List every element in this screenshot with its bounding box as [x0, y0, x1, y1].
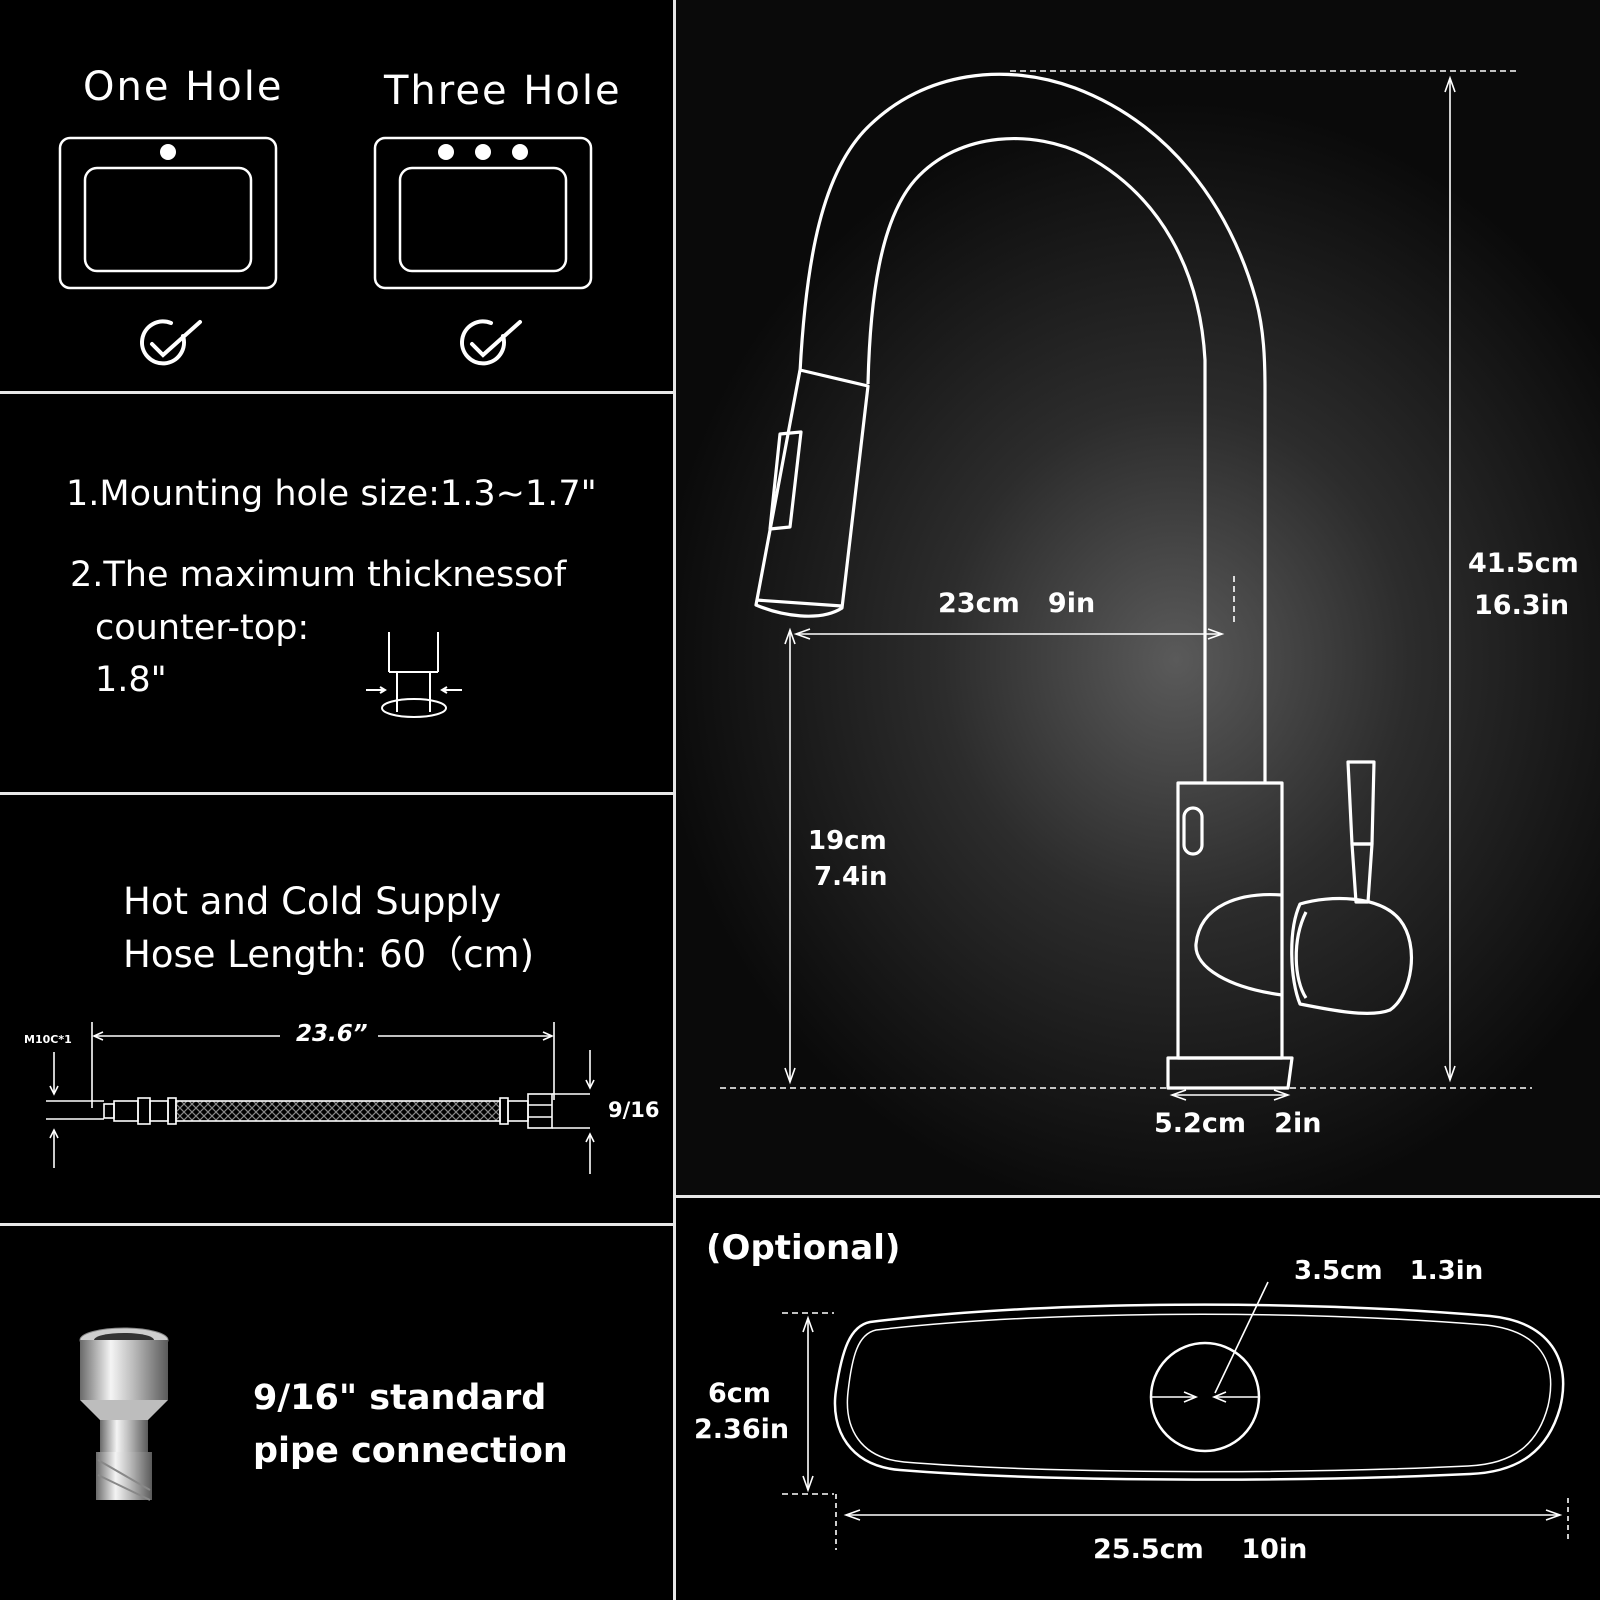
mounting-line-1: 1.Mounting hole size:1.3~1.7"	[66, 474, 597, 514]
three-hole-sink-outer	[373, 136, 593, 290]
pipe-connector-photo	[79, 1327, 169, 1501]
faucet-diagram	[720, 70, 1532, 1101]
counter-thickness-icon	[366, 632, 462, 718]
spout-height-in-label: 7.4in	[814, 862, 888, 892]
m10-label: M10C*1	[24, 1033, 72, 1046]
divider-2	[0, 792, 673, 795]
one-hole-sink-outer	[58, 136, 278, 290]
three-hole-sink-basin	[398, 166, 568, 273]
optional-label: (Optional)	[706, 1228, 901, 1268]
handle	[1194, 892, 1283, 997]
divider-3	[0, 1223, 673, 1226]
plate-width-in-label: 2.36in	[694, 1414, 790, 1445]
deck-plate-outer	[833, 1303, 1565, 1481]
mounting-line-3: counter-top:	[95, 608, 310, 648]
connection-line-1: 9/16" standard	[253, 1378, 547, 1418]
plate-width-cm-label: 6cm	[708, 1378, 771, 1409]
three-hole-dot-1	[438, 144, 454, 160]
three-hole-dot-3	[512, 144, 528, 160]
spout-height-cm-label: 19cm	[808, 826, 887, 856]
height-cm-label: 41.5cm	[1468, 548, 1579, 579]
three-hole-dot-2	[475, 144, 491, 160]
three-hole-label: Three Hole	[384, 68, 622, 114]
height-in-label: 16.3in	[1474, 590, 1570, 621]
faucet-panel	[676, 0, 1600, 1196]
connection-line-2: pipe connection	[253, 1431, 568, 1471]
one-hole-dot	[160, 144, 176, 160]
check-icon	[460, 319, 522, 366]
check-icon	[140, 319, 202, 366]
deck-plate-inner	[846, 1313, 1552, 1473]
faucet-base	[1166, 1056, 1294, 1090]
one-hole-sink-basin	[83, 166, 253, 273]
spout-outer	[798, 72, 1267, 783]
hose-length-label: 23.6”	[296, 1021, 368, 1047]
hose-line-2: Hose Length: 60（cm)	[123, 933, 535, 976]
sprayer-head	[754, 368, 870, 618]
divider-right	[676, 1195, 1600, 1198]
hole-size-label: 3.5cm 1.3in	[1294, 1256, 1484, 1286]
plate-length-label: 25.5cm 10in	[1093, 1534, 1308, 1565]
deck-plate-hole	[1149, 1341, 1261, 1453]
mounting-line-2: 2.The maximum thicknessof	[70, 555, 567, 595]
reach-label: 23cm 9in	[938, 588, 1096, 619]
base-width-label: 5.2cm 2in	[1154, 1108, 1322, 1139]
hose-diagram	[46, 1022, 595, 1174]
mounting-line-4: 1.8"	[95, 660, 167, 700]
one-hole-label: One Hole	[83, 64, 284, 110]
spout-inner	[866, 137, 1207, 783]
hose-line-1: Hot and Cold Supply	[123, 880, 502, 923]
vertical-divider	[673, 0, 676, 1600]
divider-1	[0, 391, 673, 394]
fitting-size-label: 9/16	[608, 1098, 660, 1122]
sink-diagrams	[58, 136, 593, 366]
